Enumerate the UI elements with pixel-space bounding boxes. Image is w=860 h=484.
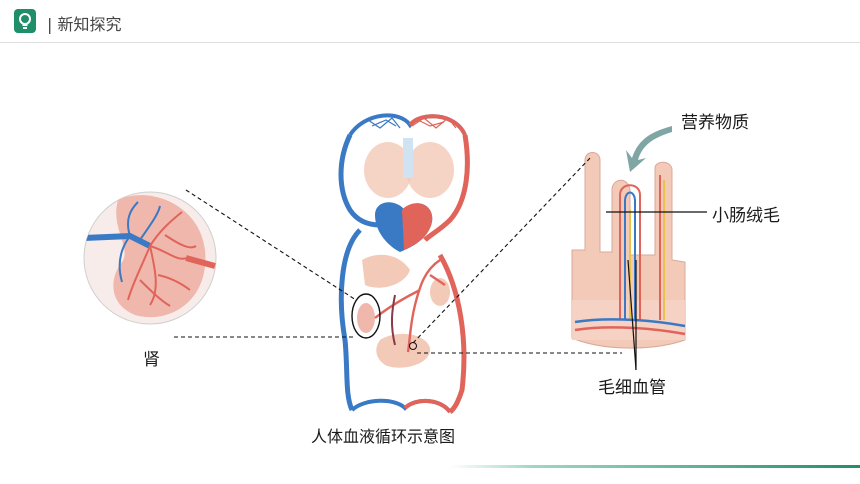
leader-lines	[606, 211, 707, 371]
header: | 新知探究	[0, 0, 860, 44]
header-divider	[0, 42, 860, 43]
villus-illustration	[571, 126, 686, 349]
kidney-label: 肾	[143, 350, 160, 370]
villus-label: 小肠绒毛	[712, 206, 780, 226]
lightbulb-icon	[14, 9, 36, 33]
capillary-label: 毛细血管	[598, 378, 666, 398]
zoom-lines	[174, 155, 622, 354]
diagram-caption: 人体血液循环示意图	[311, 427, 456, 446]
section-title: | 新知探究	[47, 15, 122, 34]
body-circulation	[338, 113, 470, 414]
nutrients-label: 营养物质	[681, 113, 749, 133]
kidney-zoom	[83, 191, 217, 325]
bottom-accent-bar	[450, 465, 860, 468]
